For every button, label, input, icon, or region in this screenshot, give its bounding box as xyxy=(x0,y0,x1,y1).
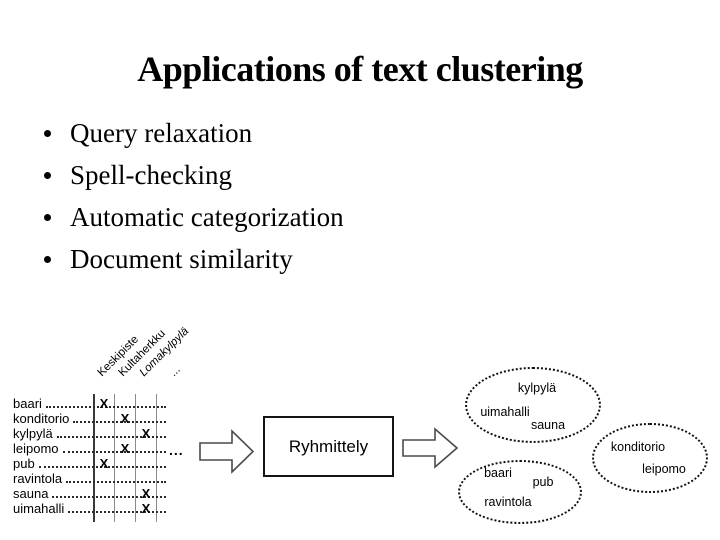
cluster-ellipse-1 xyxy=(465,367,601,443)
dot-leader xyxy=(52,486,166,498)
cluster-word: kylpylä xyxy=(517,381,557,395)
matrix-x-mark: X xyxy=(141,501,151,516)
matrix-overflow-ellipsis: ... xyxy=(169,442,184,458)
cluster-word: konditorio xyxy=(610,440,666,454)
arrow-right-icon xyxy=(199,429,255,474)
slide-title: Applications of text clustering xyxy=(137,49,583,90)
matrix-grid-line xyxy=(156,394,157,522)
matrix-row: ravintola xyxy=(13,471,167,486)
matrix-row-label: kylpylä xyxy=(13,426,53,441)
matrix-row-label: konditorio xyxy=(13,411,70,426)
matrix-row: pub xyxy=(13,456,167,471)
ryhmittely-label: Ryhmittely xyxy=(288,436,369,456)
matrix-x-mark: X xyxy=(141,486,151,501)
arrow-right-icon xyxy=(402,427,459,469)
list-item: Automatic categorization xyxy=(44,196,344,238)
matrix-row: konditorio xyxy=(13,411,167,426)
dot-leader xyxy=(73,411,166,423)
cluster-word: sauna xyxy=(530,418,566,432)
bullet-text: Spell-checking xyxy=(70,159,232,190)
matrix-row-label: ravintola xyxy=(13,471,63,486)
bullet-icon xyxy=(44,129,51,137)
list-item: Spell-checking xyxy=(44,154,344,196)
matrix-row-label: pub xyxy=(13,456,35,471)
matrix-row: leipomo xyxy=(13,441,167,456)
matrix-grid-line xyxy=(135,394,136,522)
ryhmittely-box: Ryhmittely xyxy=(263,416,394,477)
matrix-axis-line xyxy=(93,394,95,522)
matrix-x-mark: X xyxy=(120,441,130,456)
matrix-row: baari xyxy=(13,396,167,411)
matrix-row: uimahalli xyxy=(13,501,167,516)
cluster-word: uimahalli xyxy=(480,405,530,419)
bullet-text: Document similarity xyxy=(70,243,293,274)
cluster-word: pub xyxy=(532,475,554,489)
matrix-row-label: sauna xyxy=(13,486,49,501)
matrix-row-label: uimahalli xyxy=(13,501,65,516)
matrix-x-mark: X xyxy=(141,426,151,441)
bullet-icon xyxy=(44,213,51,221)
cluster-word: baari xyxy=(484,466,512,480)
cluster-word: ravintola xyxy=(484,495,532,509)
matrix-row-label: leipomo xyxy=(13,441,59,456)
bullet-icon xyxy=(44,171,51,179)
matrix-x-mark: X xyxy=(120,411,130,426)
matrix-grid-line xyxy=(114,394,115,522)
dot-leader xyxy=(45,396,166,408)
bullet-list: Query relaxation Spell-checking Automati… xyxy=(44,112,344,280)
cluster-word: leipomo xyxy=(642,462,686,476)
cluster-ellipse-2 xyxy=(458,460,582,524)
bullet-text: Query relaxation xyxy=(70,117,253,148)
matrix-x-mark: X xyxy=(99,396,109,411)
list-item: Query relaxation xyxy=(44,112,344,154)
list-item: Document similarity xyxy=(44,238,344,280)
dot-leader xyxy=(62,441,166,453)
dot-leader xyxy=(38,456,166,468)
matrix-column-label: ... xyxy=(167,363,183,379)
dot-leader xyxy=(68,501,166,513)
bullet-icon xyxy=(44,255,51,263)
matrix-row: sauna xyxy=(13,486,167,501)
cluster-ellipse-3 xyxy=(592,423,708,493)
matrix-row-label: baari xyxy=(13,396,42,411)
bullet-text: Automatic categorization xyxy=(70,201,344,232)
dot-leader xyxy=(66,471,166,483)
matrix-row: kylpylä xyxy=(13,426,167,441)
matrix-x-mark: X xyxy=(99,456,109,471)
dot-leader xyxy=(56,426,166,438)
